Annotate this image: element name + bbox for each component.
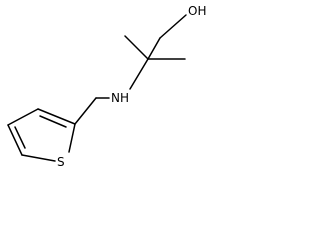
bond-methylene-to-thiophene — [74, 97, 97, 125]
sulfur-label: S — [57, 155, 65, 169]
bond-thiophene-c3-c2 — [37, 108, 76, 125]
bond-thiophene-c2-s — [68, 123, 76, 153]
hydroxyl-label: OH — [188, 4, 206, 18]
bond-quaternary-carbon-to-methyl-upper — [124, 35, 149, 60]
bond-thiophene-c5-c4 — [7, 124, 23, 156]
bond-quaternary-carbon-to-ch2 — [147, 37, 161, 60]
bond-ch2-to-hydroxyl — [159, 14, 187, 39]
bond-thiophene-double-c4-c5 — [14, 126, 26, 149]
amine-label: NH — [111, 91, 129, 105]
chemical-structure-diagram: OH NH S — [7, 4, 206, 169]
bond-thiophene-s-c5 — [21, 154, 56, 162]
bond-thiophene-c4-c3 — [7, 108, 39, 126]
bond-thiophene-double-c2-c3 — [39, 115, 67, 128]
bond-quaternary-carbon-to-nitrogen — [129, 58, 149, 90]
